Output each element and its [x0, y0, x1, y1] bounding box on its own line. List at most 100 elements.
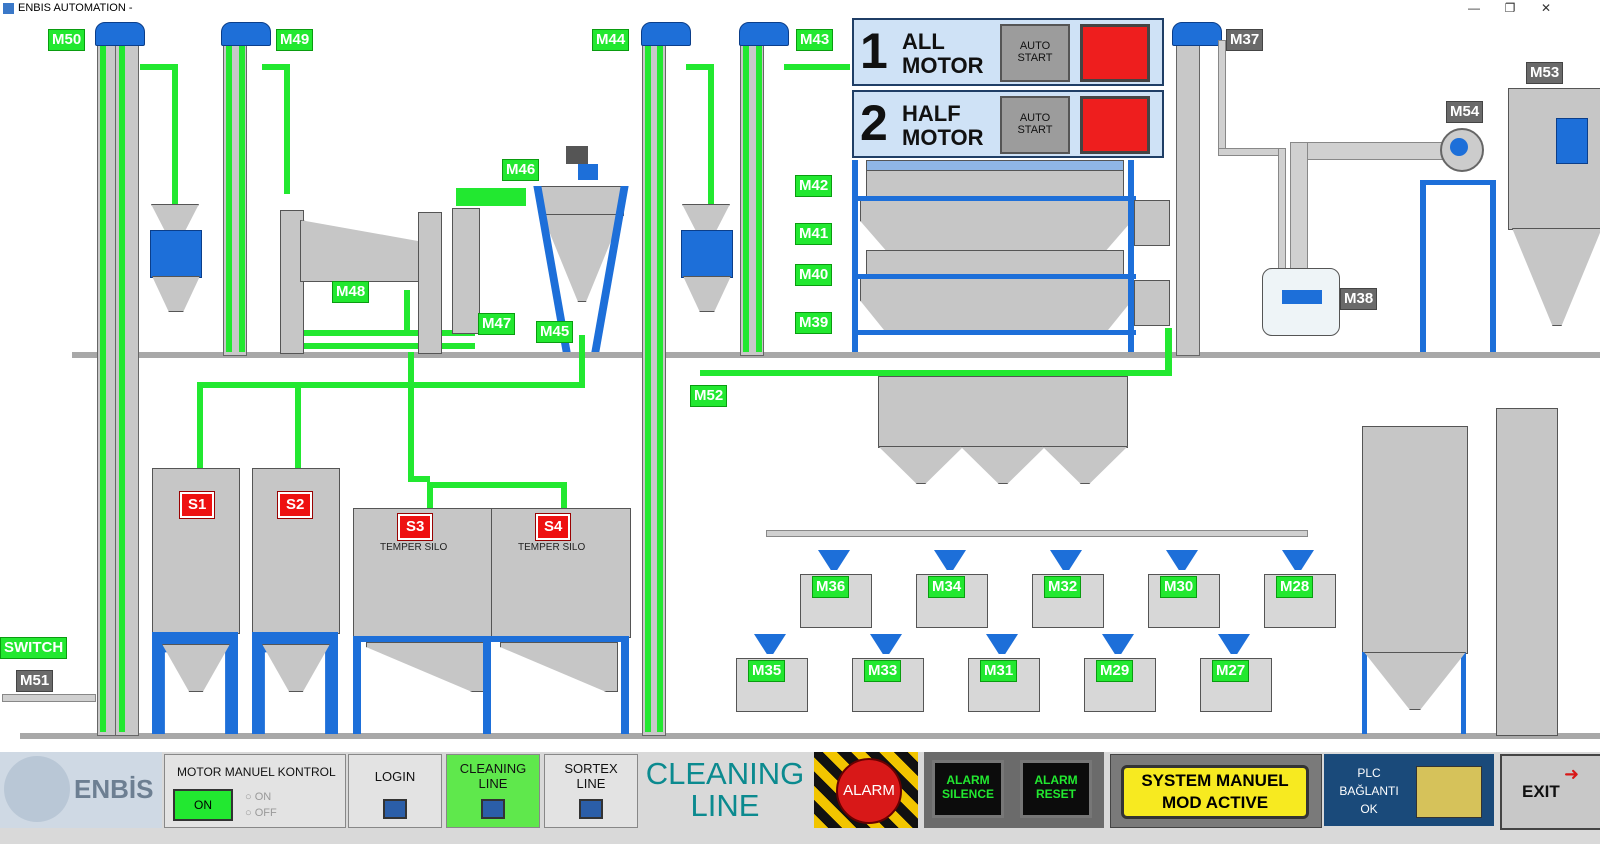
cleaning-label-1: CLEANING: [459, 761, 527, 776]
tag-m52[interactable]: M52: [690, 385, 728, 407]
temper-label-s4: TEMPER SILO: [518, 542, 586, 553]
enbis-logo: ENBİS: [74, 774, 154, 804]
window-title: ENBIS AUTOMATION -: [18, 2, 133, 14]
plc-label-3: OK: [1360, 802, 1378, 816]
monitor-icon: [579, 799, 603, 819]
silo-tag-s2[interactable]: S2: [276, 491, 314, 519]
big-title-2: LINE: [690, 788, 760, 823]
tag-m43[interactable]: M43: [796, 29, 834, 51]
alarm-reset-button[interactable]: ALARM RESET: [1020, 760, 1092, 818]
radio-off[interactable]: ○ OFF: [245, 807, 277, 819]
plc-status: PLC BAĞLANTI OK: [1324, 754, 1494, 826]
auto-text-1: AUTO: [1019, 112, 1051, 124]
bottom-toolbar: ENBİS MOTOR MANUEL KONTROL ON ○ ON ○ OFF…: [0, 752, 1600, 844]
system-mode-frame: SYSTEM MANUEL MOD ACTIVE: [1110, 754, 1322, 828]
half-motor-number: 2: [860, 95, 888, 151]
auto-text-2: START: [1017, 52, 1053, 64]
half-label-1: HALF: [902, 101, 961, 126]
all-motor-number: 1: [860, 23, 888, 79]
upper-floor: [72, 352, 1600, 358]
plc-network-icon: [1416, 766, 1482, 818]
alarm-reset-2: RESET: [1035, 787, 1076, 801]
tag-m33[interactable]: M33: [864, 660, 902, 682]
manual-on-button[interactable]: ON: [173, 789, 233, 821]
all-motor-status-indicator: [1080, 24, 1150, 82]
exit-arrow-icon: ➜: [1564, 764, 1580, 784]
app-icon: [3, 3, 14, 14]
sortex-label-1: SORTEX: [564, 761, 618, 776]
half-label-2: MOTOR: [902, 125, 984, 150]
alarm-silence-button[interactable]: ALARM SILENCE: [932, 760, 1004, 818]
tag-m36[interactable]: M36: [812, 576, 850, 598]
tag-m39[interactable]: M39: [795, 312, 833, 334]
tag-m41[interactable]: M41: [795, 223, 833, 245]
tag-m30[interactable]: M30: [1160, 576, 1198, 598]
silo-tag-s4[interactable]: S4: [534, 513, 572, 541]
system-mode-1: SYSTEM MANUEL: [1141, 771, 1289, 790]
half-motor-auto-start-button[interactable]: AUTO START: [1000, 96, 1070, 154]
alarm-reset-1: ALARM: [1034, 773, 1078, 787]
cleaning-line-button[interactable]: CLEANING LINE: [446, 754, 540, 828]
exit-label: EXIT: [1522, 782, 1560, 801]
tag-m48[interactable]: M48: [332, 281, 370, 303]
all-label-2: MOTOR: [902, 53, 984, 78]
tag-m47[interactable]: M47: [478, 313, 516, 335]
tag-m44[interactable]: M44: [592, 29, 630, 51]
tag-m40[interactable]: M40: [795, 264, 833, 286]
tag-m50[interactable]: M50: [48, 29, 86, 51]
system-mode-indicator: SYSTEM MANUEL MOD ACTIVE: [1121, 765, 1309, 819]
tag-m31[interactable]: M31: [980, 660, 1018, 682]
tag-m53[interactable]: M53: [1526, 62, 1564, 84]
switch-tag[interactable]: SWITCH: [0, 637, 68, 659]
tag-m29[interactable]: M29: [1096, 660, 1134, 682]
temper-label-s3: TEMPER SILO: [380, 542, 448, 553]
tag-m54[interactable]: M54: [1446, 101, 1484, 123]
tag-m34[interactable]: M34: [928, 576, 966, 598]
tag-m35[interactable]: M35: [748, 660, 786, 682]
half-motor-panel: 2 HALF MOTOR AUTO START: [852, 90, 1164, 158]
motor-manuel-panel: MOTOR MANUEL KONTROL ON ○ ON ○ OFF: [164, 754, 346, 828]
tag-m46[interactable]: M46: [502, 159, 540, 181]
auto-text-2: START: [1017, 124, 1053, 136]
radio-on[interactable]: ○ ON: [245, 791, 272, 803]
cleaning-label-2: LINE: [478, 776, 508, 791]
plc-label-2: BAĞLANTI: [1339, 784, 1399, 798]
tag-m37[interactable]: M37: [1226, 29, 1264, 51]
close-button[interactable]: ✕: [1540, 1, 1552, 15]
login-label: LOGIN: [374, 769, 416, 784]
tag-m38[interactable]: M38: [1340, 288, 1378, 310]
minimize-button[interactable]: —: [1468, 1, 1480, 15]
alarm-silence-2: SILENCE: [941, 787, 994, 801]
tag-m51[interactable]: M51: [16, 670, 54, 692]
tag-m49[interactable]: M49: [276, 29, 314, 51]
auto-text-1: AUTO: [1019, 40, 1051, 52]
all-label-1: ALL: [902, 29, 945, 54]
monitor-icon: [481, 799, 505, 819]
sortex-label-2: LINE: [576, 776, 606, 791]
restore-button[interactable]: ❐: [1504, 1, 1516, 15]
all-motor-panel: 1 ALL MOTOR AUTO START: [852, 18, 1164, 86]
silo-tag-s3[interactable]: S3: [396, 513, 434, 541]
system-mode-2: MOD ACTIVE: [1161, 793, 1269, 812]
all-motor-auto-start-button[interactable]: AUTO START: [1000, 24, 1070, 82]
tag-m32[interactable]: M32: [1044, 576, 1082, 598]
alarm-button[interactable]: ALARM: [814, 752, 918, 828]
title-bar: ENBIS AUTOMATION - — ❐ ✕: [0, 0, 1600, 18]
sortex-line-button[interactable]: SORTEX LINE: [544, 754, 638, 828]
monitor-icon: [383, 799, 407, 819]
tag-m45[interactable]: M45: [536, 321, 574, 343]
manual-title: MOTOR MANUEL KONTROL: [177, 765, 336, 779]
globe-icon: [4, 756, 70, 822]
logo-area: ENBİS: [0, 752, 162, 828]
plc-label-1: PLC: [1357, 766, 1381, 780]
alarm-label: ALARM: [836, 758, 902, 824]
tag-m27[interactable]: M27: [1212, 660, 1250, 682]
tag-m42[interactable]: M42: [795, 175, 833, 197]
exit-button[interactable]: EXIT ➜: [1500, 754, 1600, 830]
big-title-1: CLEANING: [645, 756, 805, 791]
silo-tag-s1[interactable]: S1: [178, 491, 216, 519]
tag-m28[interactable]: M28: [1276, 576, 1314, 598]
alarm-silence-1: ALARM: [946, 773, 990, 787]
login-button[interactable]: LOGIN: [348, 754, 442, 828]
cleaning-line-title: CLEANING LINE: [640, 758, 810, 822]
